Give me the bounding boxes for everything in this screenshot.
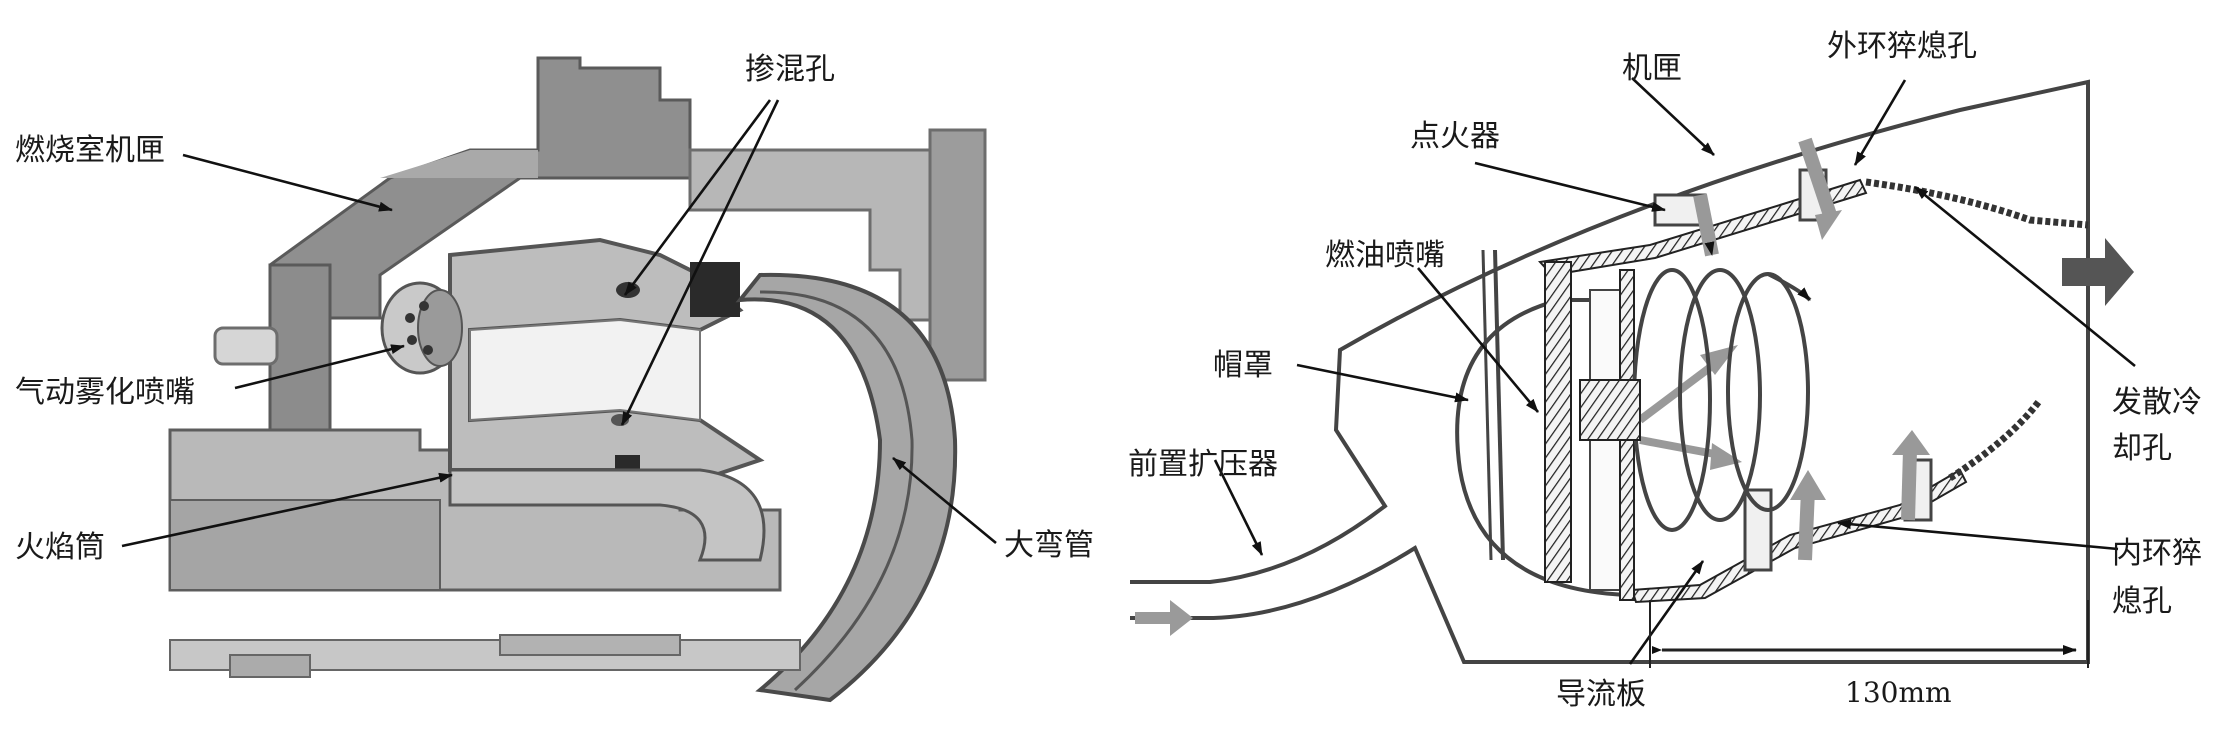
label-deflector: 导流板 xyxy=(1556,677,1646,712)
label-air-atomizing-nozzle: 气动雾化喷嘴 xyxy=(15,375,195,410)
label-casing: 机匣 xyxy=(1622,51,1682,86)
label-outer-dilution-holes: 外环猝熄孔 xyxy=(1827,29,1977,64)
label-fuel-nozzle: 燃油喷嘴 xyxy=(1325,238,1445,273)
label-dilution-holes: 掺混孔 xyxy=(745,52,835,87)
label-prediffuser: 前置扩压器 xyxy=(1128,447,1278,482)
inlet-flow-arrow xyxy=(1135,600,1193,636)
outlet-flow-arrow xyxy=(2062,238,2134,306)
label-flame-tube: 火焰筒 xyxy=(15,530,105,565)
label-chamber-casing: 燃烧室机匣 xyxy=(15,133,165,168)
liner-upper-wall xyxy=(1537,178,1868,277)
label-effusion-cooling-1: 发散冷 xyxy=(2112,385,2202,420)
label-igniter: 点火器 xyxy=(1410,119,1500,154)
label-effusion-cooling-2: 却孔 xyxy=(2112,431,2172,466)
label-dimension: 130mm xyxy=(1845,676,1952,709)
large-elbow-duct xyxy=(735,272,958,703)
label-hood: 帽罩 xyxy=(1213,348,1273,383)
left-combustor-cutaway: 燃烧室机匣 掺混孔 气动雾化喷嘴 火焰筒 大弯管 xyxy=(15,52,1094,703)
right-combustor-schematic: 130mm 机匣 外环猝熄孔 点火器 燃油喷嘴 帽罩 前置扩压器 发散冷 却孔 … xyxy=(1128,29,2202,712)
atomizer-nozzle-part xyxy=(380,281,463,375)
label-inner-dilution-1: 内环猝 xyxy=(2112,536,2202,571)
label-large-elbow: 大弯管 xyxy=(1004,528,1094,563)
dimension-130mm: 130mm xyxy=(1649,600,2089,709)
label-inner-dilution-2: 熄孔 xyxy=(2112,584,2172,619)
